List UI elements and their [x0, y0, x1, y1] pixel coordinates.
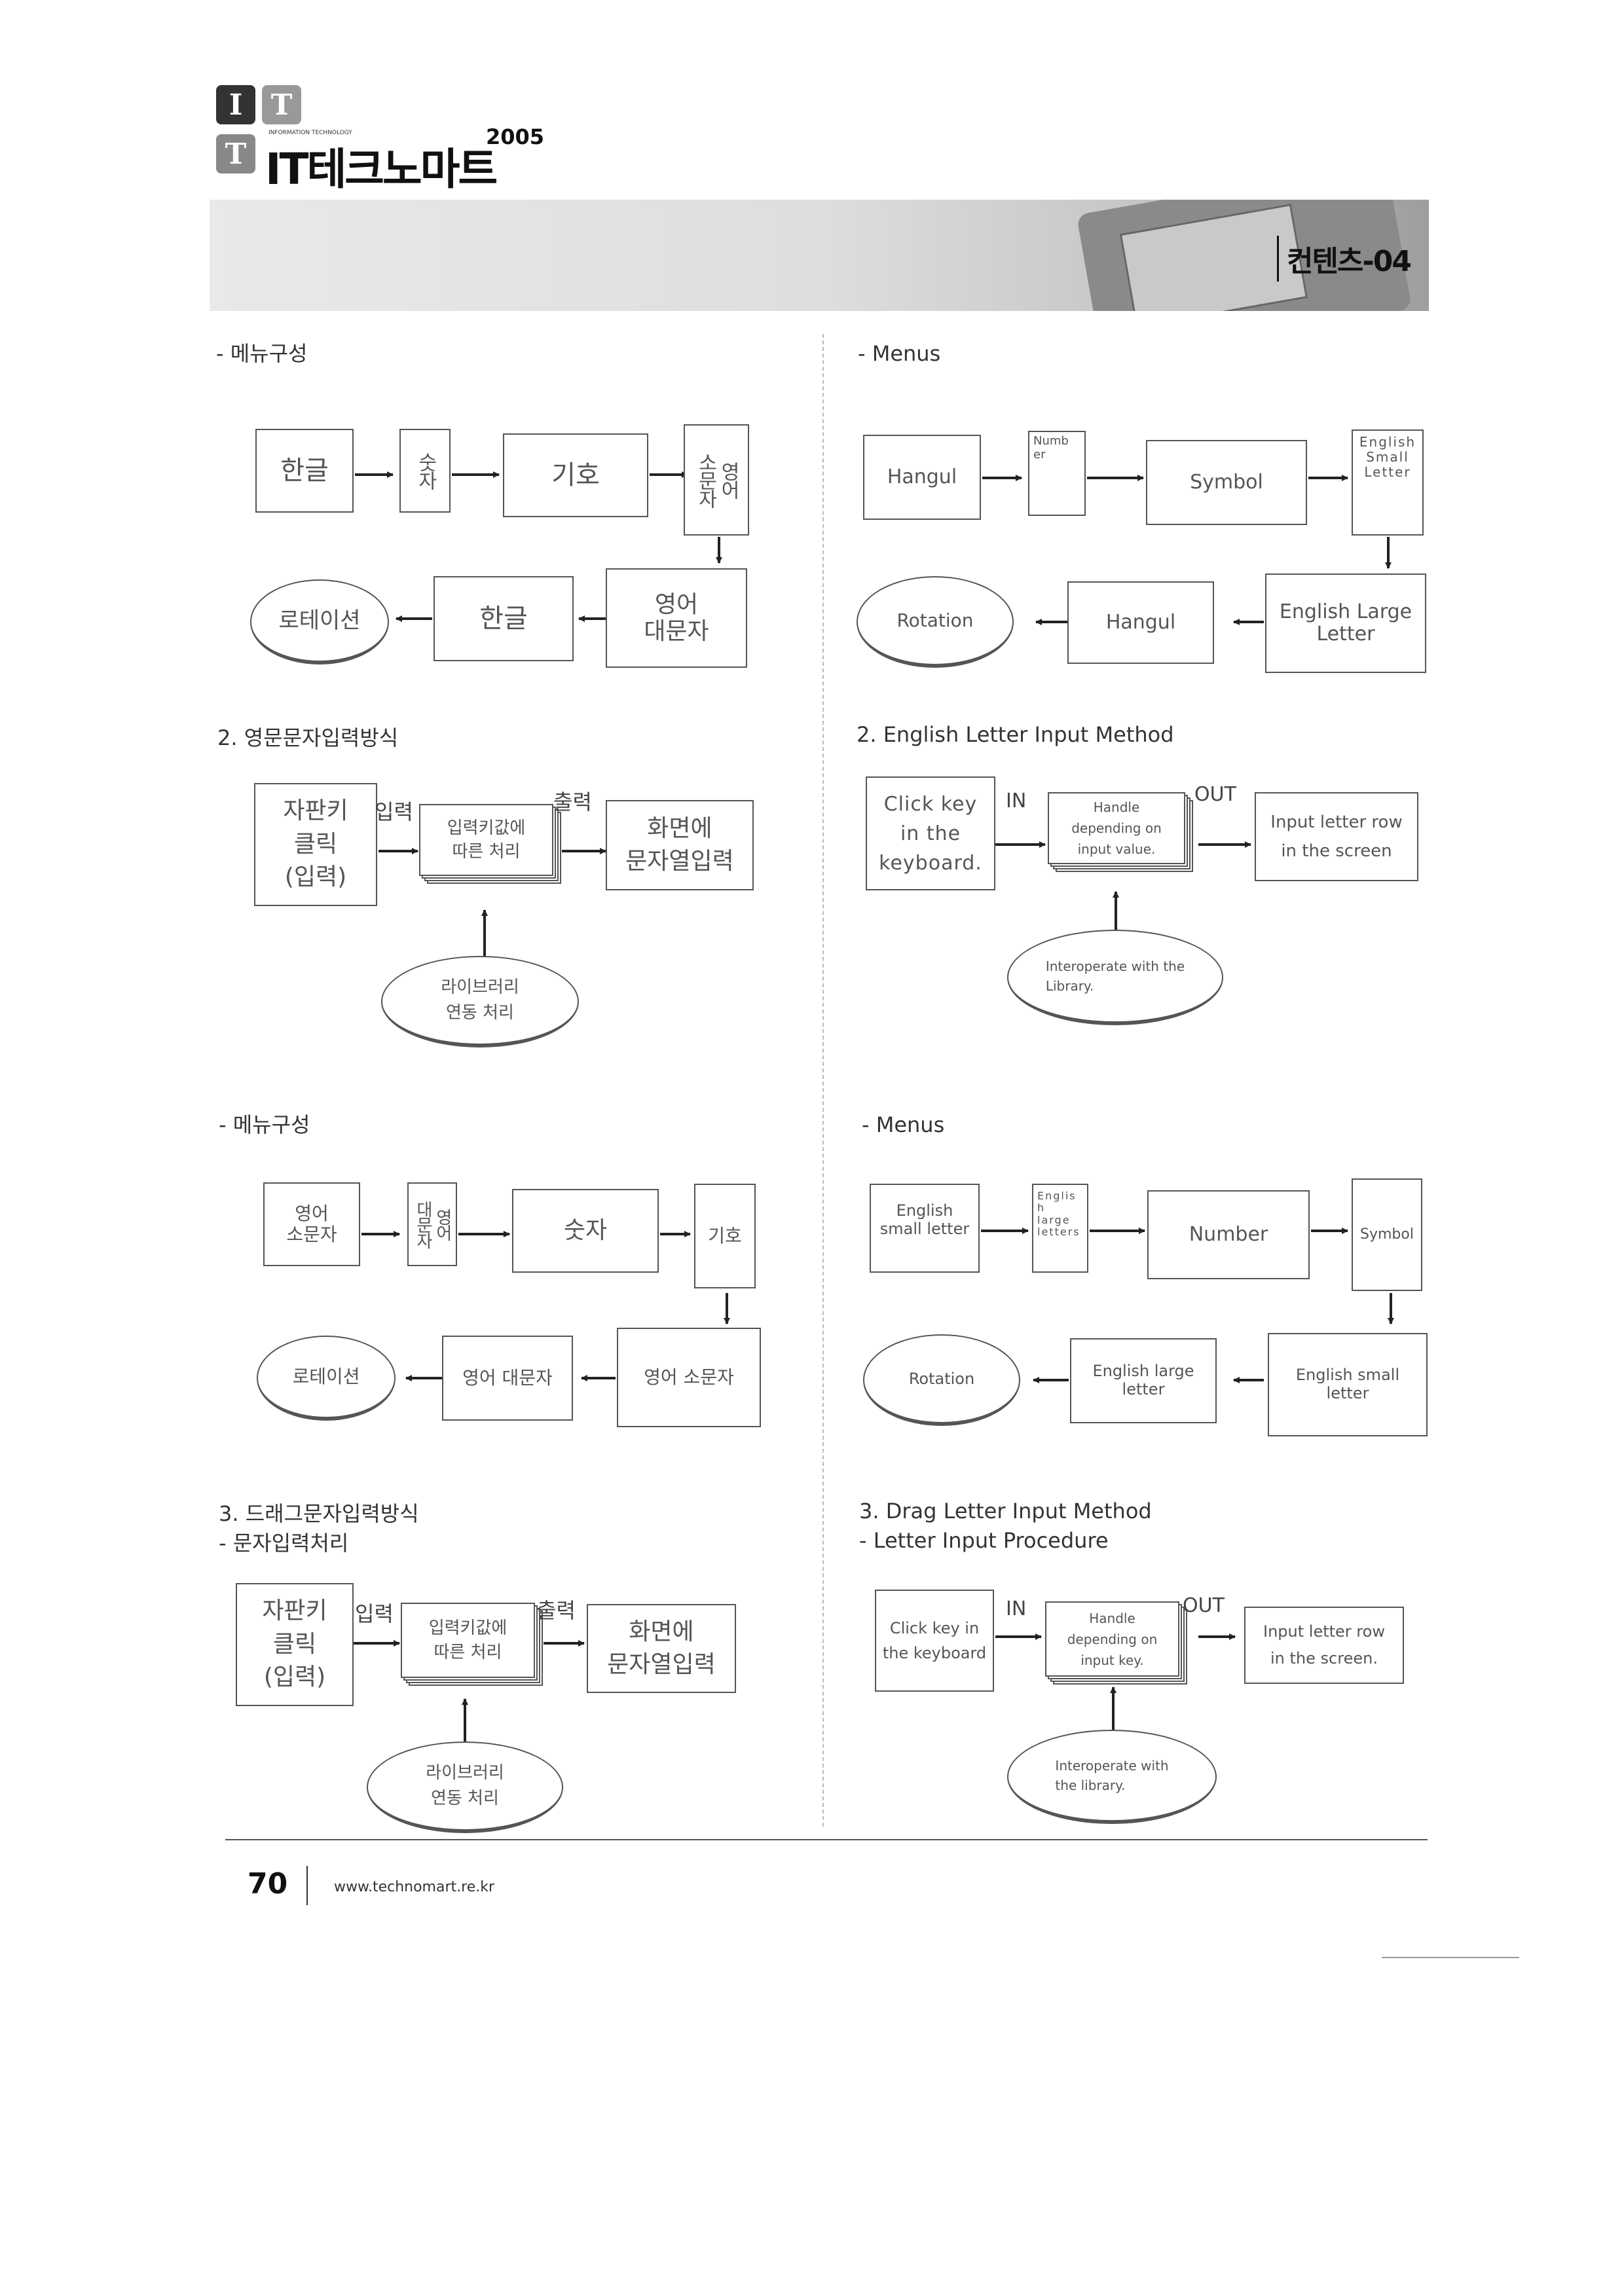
en-s4-screen: Input letter row in the screen. — [1244, 1607, 1404, 1684]
kr-s4-keypress: 자판키 클릭 (입력) — [236, 1583, 354, 1706]
kr-section-2-heading: 2. 영문문자입력방식 — [217, 723, 398, 753]
en-s3-box-english-small: English small letter — [870, 1184, 980, 1273]
kr-s3-box-symbol: 기호 — [694, 1184, 756, 1288]
en-s3-rotation: Rotation — [863, 1334, 1020, 1426]
kr-s1-box-english-large: 영어 대문자 — [606, 568, 747, 668]
en-s1-box-symbol: Symbol — [1146, 440, 1307, 525]
kr-s3-rotation: 로테이션 — [257, 1336, 396, 1421]
kr-s4-library: 라이브러리 연동 처리 — [367, 1741, 563, 1833]
kr-s2-in-label: 입력 — [375, 795, 413, 826]
en-section-2-heading: 2. English Letter Input Method — [857, 720, 1174, 750]
en-menus-heading-2: - Menus — [862, 1110, 944, 1140]
kr-s3-box-english-large-2: 영어 대문자 — [442, 1336, 573, 1421]
en-s2-handle-stack: Handle depending on input value. — [1048, 792, 1198, 877]
footer-url: www.technomart.re.kr — [334, 1879, 494, 1895]
kr-s4-out-label: 출력 — [537, 1594, 576, 1624]
kr-section-3-heading: 3. 드래그문자입력방식 - 문자입력처리 — [219, 1499, 419, 1558]
kr-s1-box-number: 숫자 — [399, 429, 451, 513]
en-s2-in-label: IN — [1006, 790, 1026, 812]
en-s4-handle-stack: Handle depending on input key. — [1045, 1601, 1196, 1690]
en-s3-box-english-small-2: English small letter — [1268, 1333, 1428, 1436]
kr-menu-heading-2: - 메뉴구성 — [219, 1110, 310, 1140]
footer-divider — [306, 1866, 308, 1905]
en-s1-box-english-small: English Small Letter — [1352, 429, 1424, 536]
en-s3-box-number: Number — [1147, 1190, 1310, 1279]
kr-s2-library: 라이브러리 연동 처리 — [381, 956, 579, 1048]
kr-s4-handle: 입력키값에 따른 처리 — [401, 1603, 535, 1678]
kr-s2-screen: 화면에 문자열입력 — [606, 800, 754, 890]
en-s2-keypress: Click key in the keyboard. — [866, 776, 995, 890]
kr-s1-box-hangul: 한글 — [255, 429, 354, 513]
kr-s3-box-english-large: 영어 대문자 — [407, 1182, 457, 1266]
kr-s2-out-label: 출력 — [553, 786, 592, 816]
en-s1-box-english-large: English Large Letter — [1265, 574, 1426, 673]
kr-s3-box-number: 숫자 — [512, 1189, 659, 1273]
kr-s2-keypress: 자판키 클릭 (입력) — [254, 783, 377, 906]
en-s4-out-label: OUT — [1183, 1594, 1225, 1617]
en-s4-handle: Handle depending on input key. — [1045, 1601, 1179, 1677]
en-section-3-heading: 3. Drag Letter Input Method - Letter Inp… — [859, 1497, 1152, 1556]
kr-s1-rotation: 로테이션 — [250, 579, 389, 665]
en-s2-screen: Input letter row in the screen — [1255, 792, 1418, 881]
en-s2-library: Interoperate with the Library. — [1007, 930, 1223, 1025]
kr-s2-handle: 입력키값에 따른 처리 — [419, 804, 553, 876]
en-s1-box-hangul: Hangul — [863, 435, 981, 520]
en-s4-library: Interoperate with the library. — [1007, 1730, 1217, 1824]
kr-menu-heading-1: - 메뉴구성 — [216, 339, 307, 369]
kr-s4-in-label: 입력 — [355, 1597, 394, 1628]
en-s4-keypress: Click key in the keyboard — [875, 1590, 994, 1692]
kr-s3-box-english-small-2: 영어 소문자 — [617, 1328, 761, 1427]
kr-s1-box-hangul-2: 한글 — [434, 576, 574, 661]
kr-s3-box-english-small: 영어 소문자 — [263, 1182, 360, 1266]
en-menus-heading-1: - Menus — [858, 339, 940, 369]
en-s3-box-english-large: Englis h large letters — [1032, 1184, 1088, 1273]
en-s3-box-symbol: Symbol — [1352, 1178, 1422, 1291]
en-s4-in-label: IN — [1006, 1597, 1026, 1620]
en-s1-box-number: Numb er — [1028, 431, 1086, 516]
en-s1-rotation: Rotation — [857, 576, 1014, 668]
kr-s4-handle-stack: 입력키값에 따른 처리 — [401, 1603, 545, 1694]
page-number: 70 — [248, 1867, 287, 1901]
kr-s4-screen: 화면에 문자열입력 — [587, 1604, 736, 1693]
en-s2-out-label: OUT — [1194, 783, 1236, 806]
kr-s1-box-symbol: 기호 — [503, 433, 648, 517]
kr-s2-handle-stack: 입력키값에 따른 처리 — [419, 804, 563, 889]
en-s1-box-hangul-2: Hangul — [1067, 581, 1214, 664]
en-s2-handle: Handle depending on input value. — [1048, 792, 1185, 864]
kr-s1-box-english-small: 영어 소문자 — [684, 424, 749, 536]
en-s3-box-english-large-2: English large letter — [1070, 1338, 1217, 1423]
